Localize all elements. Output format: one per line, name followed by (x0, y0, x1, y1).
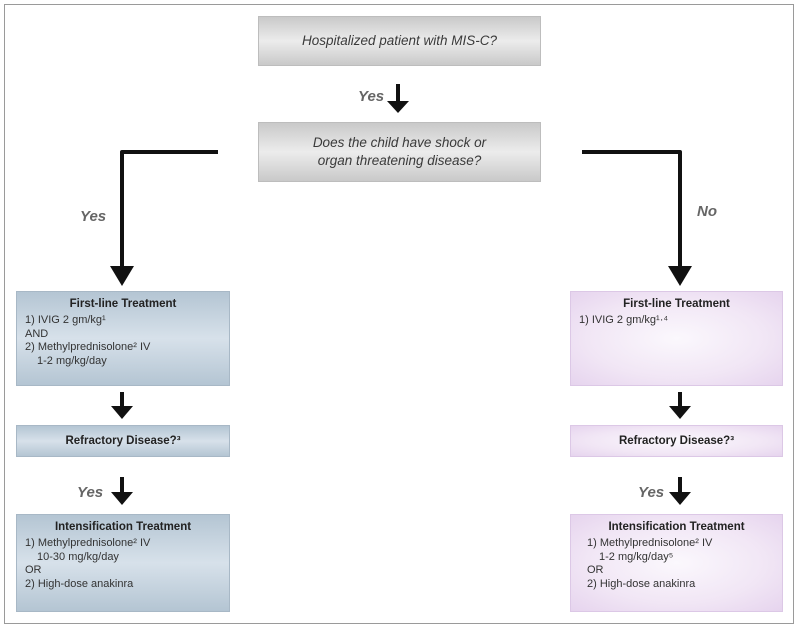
right-first-line-box: First-line Treatment 1) IVIG 2 gm/kg¹·⁴ (570, 291, 783, 386)
arrow-q1-to-q2 (387, 84, 409, 113)
left-first-line-body: 1) IVIG 2 gm/kg¹ AND 2) Methylprednisolo… (25, 314, 229, 368)
left-first-line-line-4: 1-2 mg/kg/day (37, 354, 107, 367)
right-first-line-body: 1) IVIG 2 gm/kg¹·⁴ (579, 314, 782, 328)
left-intensification-line-3: OR (25, 564, 42, 576)
right-first-line-line-1: 1) IVIG 2 gm/kg¹·⁴ (579, 314, 669, 326)
arrow-left-refractory-to-intensification (111, 477, 133, 505)
question-shock-box: Does the child have shock or organ threa… (258, 122, 541, 182)
left-first-line-line-2: AND (25, 327, 49, 340)
yes-label-left-branch: Yes (80, 208, 107, 225)
arrow-q2-to-left-first-line (110, 150, 218, 286)
left-first-line-box: First-line Treatment 1) IVIG 2 gm/kg¹ AN… (16, 291, 230, 386)
left-first-line-title: First-line Treatment (69, 298, 177, 310)
right-intensification-line-4: 2) High-dose anakinra (587, 577, 696, 590)
right-intensification-line-2: 1-2 mg/kg/day⁵ (599, 550, 674, 563)
left-first-line-line-1: 1) IVIG 2 gm/kg¹ (25, 314, 106, 326)
left-refractory-text: Refractory Disease?³ (65, 435, 181, 447)
left-intensification-title: Intensification Treatment (54, 521, 192, 533)
right-intensification-title: Intensification Treatment (608, 521, 745, 533)
left-first-line-line-3: 2) Methylprednisolone² IV (25, 341, 151, 353)
right-intensification-body: 1) Methylprednisolone² IV 1-2 mg/kg/day⁵… (587, 537, 782, 591)
arrow-left-first-to-refractory (111, 392, 133, 419)
left-intensification-line-2: 10-30 mg/kg/day (37, 550, 119, 563)
no-label-right-branch: No (697, 203, 717, 220)
left-intensification-box: Intensification Treatment 1) Methylpredn… (16, 514, 230, 612)
right-intensification-box: Intensification Treatment 1) Methylpredn… (570, 514, 783, 612)
left-intensification-line-1: 1) Methylprednisolone² IV (25, 537, 151, 549)
right-refractory-box: Refractory Disease?³ (570, 425, 783, 457)
arrow-right-first-to-refractory (669, 392, 691, 419)
diagram-frame (4, 4, 794, 624)
right-refractory-text: Refractory Disease?³ (618, 435, 735, 447)
right-intensification-line-3: OR (587, 564, 604, 576)
yes-label-left-refractory: Yes (77, 484, 104, 501)
question-hospitalized-text: Hospitalized patient with MIS-C? (301, 33, 498, 48)
question-hospitalized-box: Hospitalized patient with MIS-C? (258, 16, 541, 66)
yes-label-top: Yes (358, 88, 385, 105)
arrow-q2-to-right-first-line (582, 150, 692, 286)
left-refractory-box: Refractory Disease?³ (16, 425, 230, 457)
right-intensification-line-1: 1) Methylprednisolone² IV (587, 537, 713, 549)
right-first-line-title: First-line Treatment (623, 298, 730, 310)
left-intensification-line-4: 2) High-dose anakinra (25, 577, 134, 590)
left-intensification-body: 1) Methylprednisolone² IV 10-30 mg/kg/da… (25, 537, 229, 591)
question-shock-text: Does the child have shock or organ threa… (312, 135, 487, 168)
yes-label-right-refractory: Yes (638, 484, 665, 501)
arrow-right-refractory-to-intensification (669, 477, 691, 505)
